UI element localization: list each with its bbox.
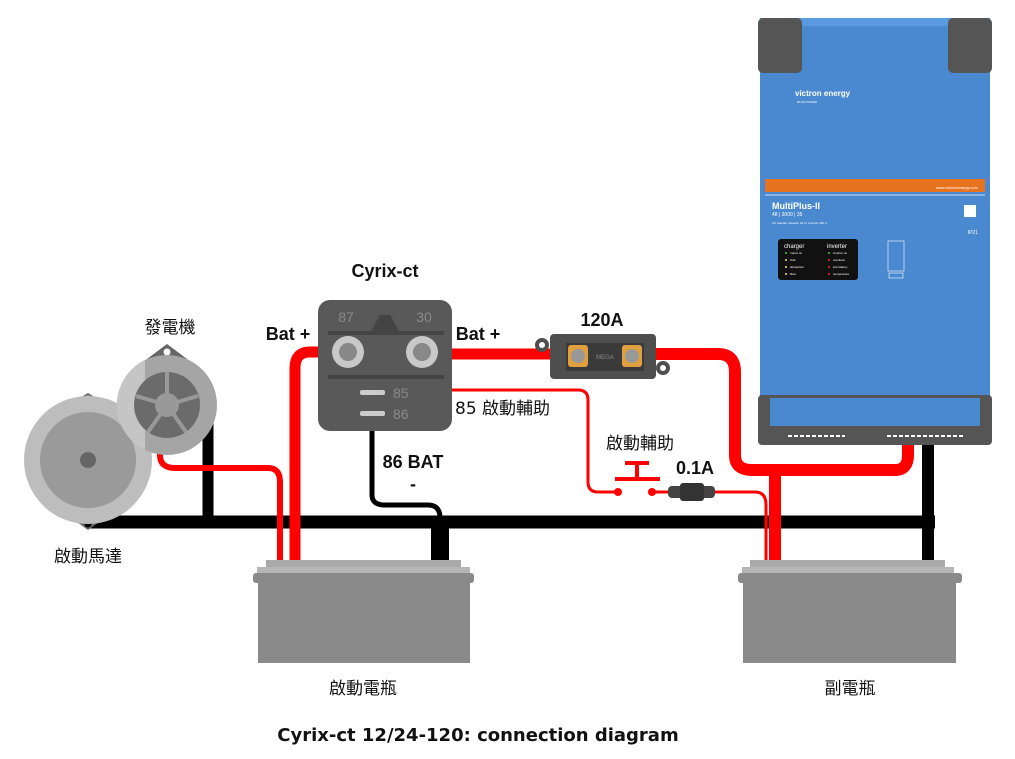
led-bulk: bulk [790, 258, 796, 262]
led-overload: overload [833, 258, 845, 262]
starter-battery [253, 560, 474, 663]
ip-rating: IP21 [968, 230, 979, 236]
victron-tagline: BLUE POWER [797, 100, 818, 104]
model-spec: 48 | 3000 | 35 [772, 212, 803, 218]
pin85-label: 85 [393, 385, 409, 401]
victron-logo: victron energy [795, 89, 851, 98]
pin85-wire [380, 388, 618, 494]
starter-battery-positive-wire [289, 346, 345, 565]
cyrix-ct-relay: 87 30 85 86 [318, 300, 452, 431]
wiring-schematic-icon [887, 240, 905, 272]
diagram-title: Cyrix-ct [351, 261, 418, 281]
pin87-label: 87 [338, 309, 354, 325]
pin86-wire [369, 413, 443, 565]
start-assist-switch [614, 461, 660, 496]
led-inverter-on: inverter on [833, 251, 848, 255]
led-low-battery: low battery [833, 265, 848, 269]
negative-wiring [90, 413, 935, 565]
starter-battery-negative-post [431, 520, 449, 565]
led-absorption: absorption [790, 265, 804, 269]
starter-motor-label: 啟動馬達 [54, 547, 122, 567]
pin30-label: 30 [416, 309, 432, 325]
pin86-description: 86 BAT [383, 452, 444, 472]
terminal-30 [406, 336, 438, 368]
alternator [116, 344, 217, 455]
alternator-label: 發電機 [145, 318, 196, 338]
starter-motor [24, 393, 152, 530]
led-temperature: temperature [833, 272, 850, 276]
aux-battery-label: 副電瓶 [825, 679, 876, 699]
pin85-description: 85 啟動輔助 [455, 399, 550, 419]
small-fuse-label: 0.1A [676, 458, 714, 478]
fuse-type-label: MEGA [596, 355, 614, 361]
website-label: www.victronenergy.com [936, 185, 979, 190]
multiplus-inverter: victron energy BLUE POWER www.victronene… [758, 18, 992, 445]
caption: Cyrix-ct 12/24-120: connection diagram [277, 725, 678, 746]
main-fuse-label: 120A [580, 310, 623, 330]
bat-plus-right-label: Bat + [456, 324, 501, 344]
terminal-87 [332, 336, 364, 368]
start-assist-label: 啟動輔助 [606, 434, 674, 454]
pin86-label: 86 [393, 406, 409, 422]
charger-title: charger [784, 244, 804, 250]
model-spec2: AC transfer capacity 32 A | Inverter 230… [772, 221, 827, 225]
alternator-positive-wire [157, 440, 283, 565]
main-fuse-holder: MEGA [535, 334, 670, 379]
pin86-negative-sign: - [410, 474, 416, 494]
inverter-title: inverter [827, 244, 847, 250]
bat-plus-left-label: Bat + [266, 324, 311, 344]
aux-positive-wire [632, 348, 914, 476]
small-fuse-holder [668, 483, 715, 501]
aux-battery [738, 560, 962, 663]
led-mains-on: mains on [790, 251, 803, 255]
starter-battery-label: 啟動電瓶 [329, 679, 397, 699]
model-name: MultiPlus-II [772, 201, 820, 211]
led-float: float [790, 272, 796, 276]
